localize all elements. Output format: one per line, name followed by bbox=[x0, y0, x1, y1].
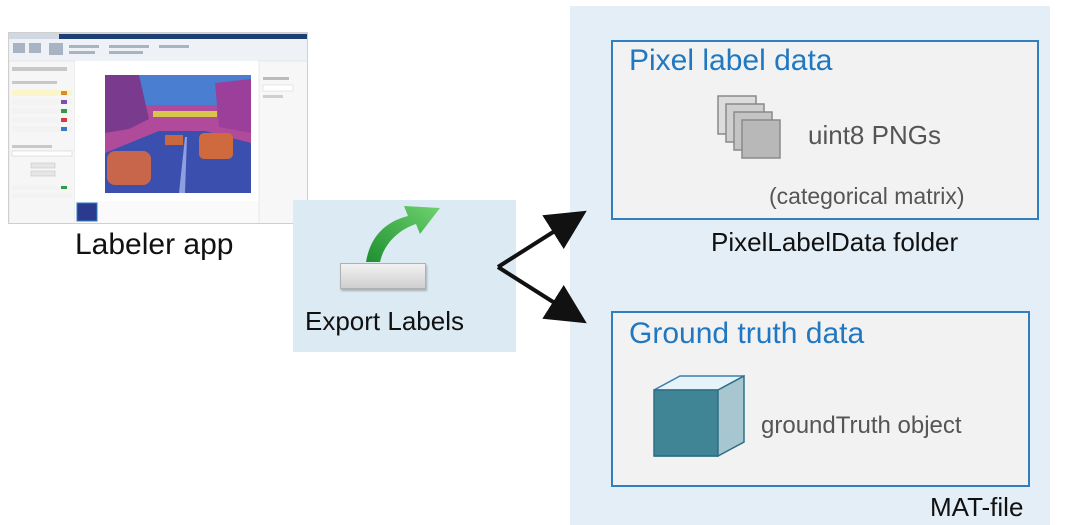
labeler-app-screenshot bbox=[8, 32, 308, 224]
pixel-label-folder-label: PixelLabelData folder bbox=[711, 227, 959, 257]
export-button-icon bbox=[340, 263, 426, 289]
connector-arrows bbox=[496, 210, 587, 324]
ground-truth-data-title: Ground truth data bbox=[629, 317, 865, 350]
mat-file-label: MAT-file bbox=[930, 492, 1024, 522]
arrow-to-pixel-label-data bbox=[496, 210, 587, 269]
labeler-app-screenshot-icon bbox=[9, 33, 307, 223]
pixel-label-data-title: Pixel label data bbox=[629, 44, 833, 77]
export-labels-text: Export Labels bbox=[305, 306, 464, 336]
arrow-to-ground-truth-data bbox=[496, 265, 587, 324]
labeler-app-label: Labeler app bbox=[75, 228, 234, 261]
pixel-label-data-box bbox=[611, 40, 1039, 220]
categorical-matrix-note: (categorical matrix) bbox=[769, 183, 965, 209]
png-stack-icon bbox=[717, 95, 781, 159]
groundtruth-object-text: groundTruth object bbox=[761, 412, 962, 439]
png-item-text: uint8 PNGs bbox=[808, 120, 941, 150]
cube-icon bbox=[653, 374, 745, 458]
export-arrow-icon bbox=[366, 206, 440, 262]
